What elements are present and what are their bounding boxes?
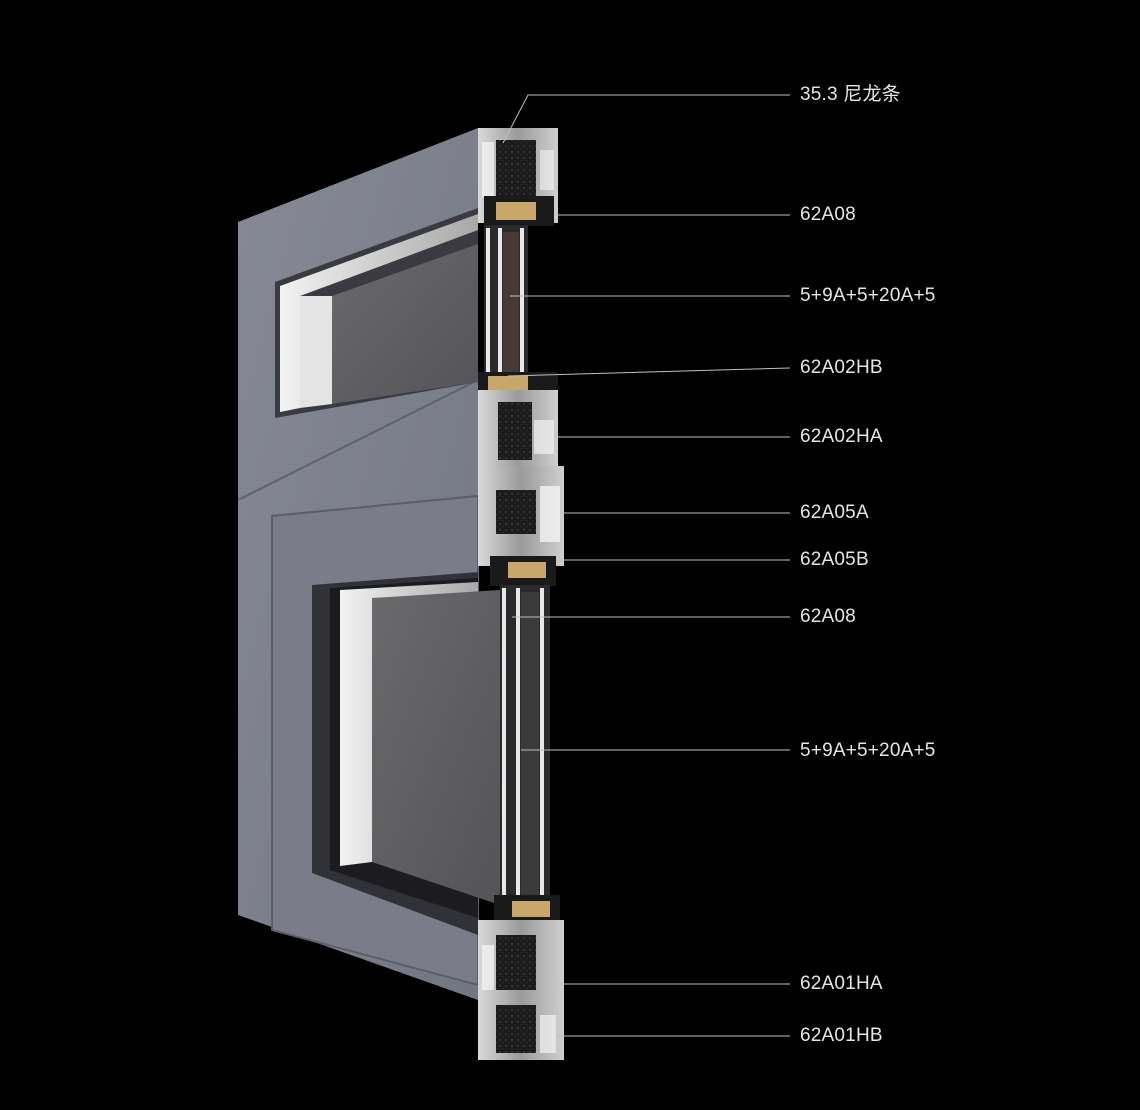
leader-lines (502, 94, 791, 1037)
label-62a05b: 62A05B (800, 549, 869, 570)
label-top-glass-spec: 5+9A+5+20A+5 (800, 285, 936, 306)
frame-divider (237, 379, 479, 501)
label-top-62a08: 62A08 (800, 204, 856, 225)
upper-window-reveal (280, 214, 478, 412)
label-62a01hb: 62A01HB (800, 1025, 883, 1046)
profile-section (478, 128, 564, 1060)
label-62a02ha: 62A02HA (800, 426, 883, 447)
lower-window-reveal (340, 582, 478, 866)
leader-line-nylon-strip (502, 94, 790, 144)
label-bottom-glass-spec: 5+9A+5+20A+5 (800, 740, 936, 761)
label-62a02hb: 62A02HB (800, 357, 883, 378)
lower-window-glass (372, 590, 500, 905)
upper-window-frame-edge (300, 296, 332, 408)
label-62a01ha: 62A01HA (800, 973, 883, 994)
label-nylon-strip: 35.3 尼龙条 (800, 84, 901, 105)
leader-line-62a02hb (507, 367, 791, 377)
label-mid-62a08: 62A08 (800, 606, 856, 627)
label-62a05a: 62A05A (800, 502, 869, 523)
upper-window-glass (332, 244, 478, 404)
